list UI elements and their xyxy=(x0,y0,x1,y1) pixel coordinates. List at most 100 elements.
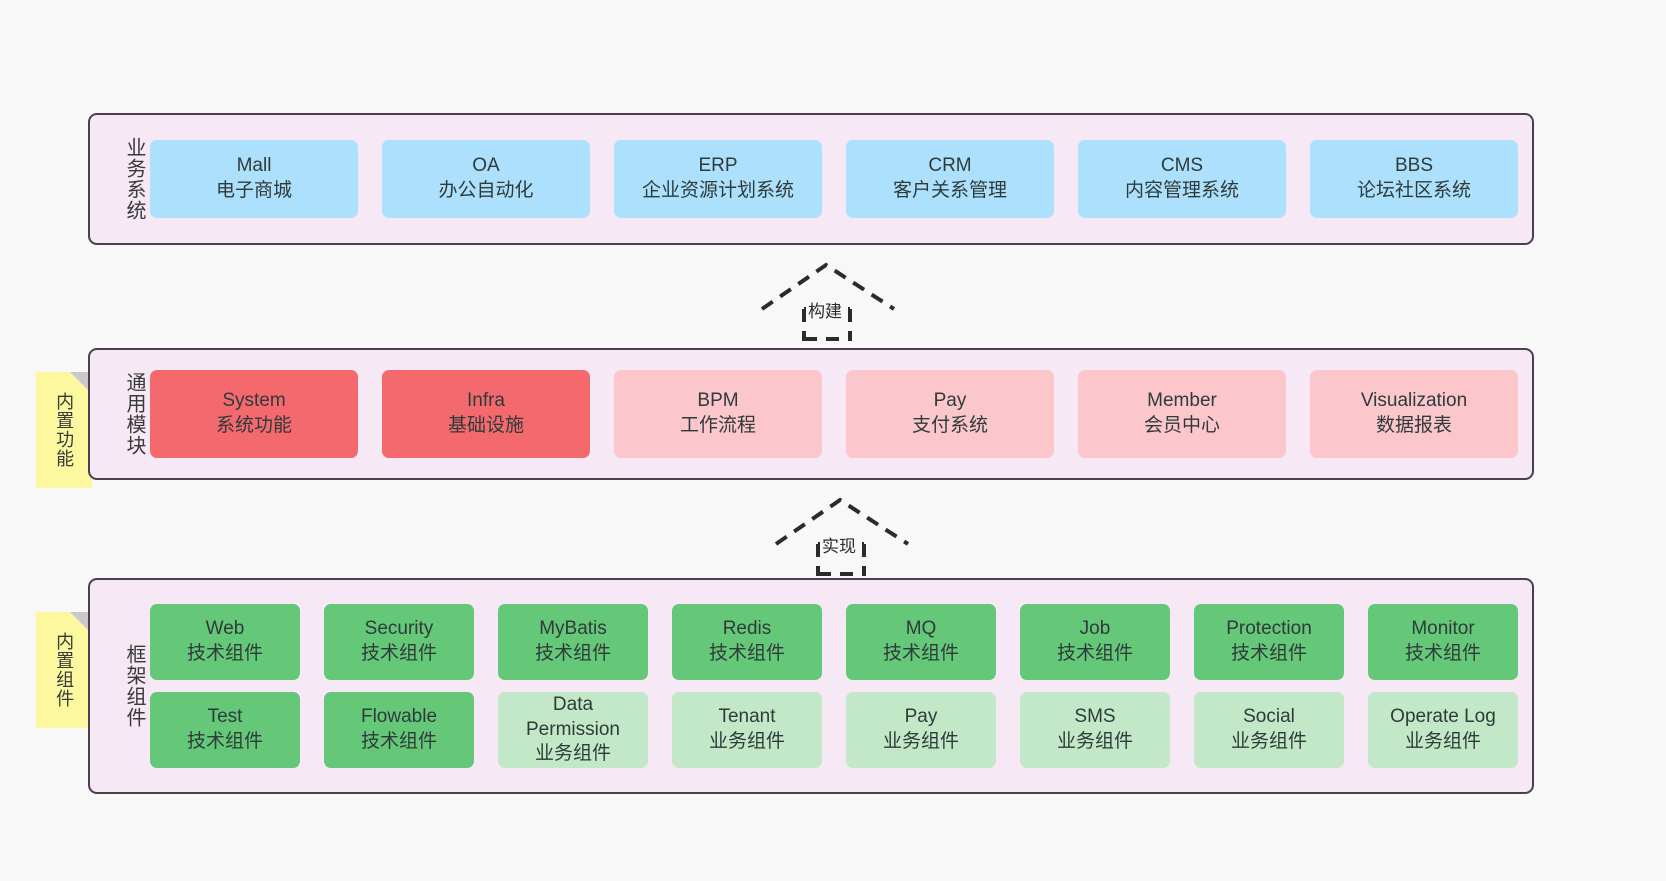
card-infra-title: Infra xyxy=(466,390,506,412)
sticky-note-builtin-functions: 内置功能 xyxy=(36,372,92,488)
card-test-subtitle: 技术组件 xyxy=(186,731,263,752)
card-pay-component-title: Pay xyxy=(904,706,938,728)
framework-tech-row: Web 技术组件 Security 技术组件 MyBatis 技术组件 Redi… xyxy=(150,604,1518,680)
connector-build-label: 构建 xyxy=(806,297,844,322)
card-infra[interactable]: Infra 基础设施 xyxy=(382,370,590,458)
card-redis-title: Redis xyxy=(722,618,772,640)
card-test[interactable]: Test 技术组件 xyxy=(150,692,300,768)
card-data-permission-title: Data Permission xyxy=(526,693,620,740)
card-social-subtitle: 业务组件 xyxy=(1230,731,1307,752)
framework-components-grid: Web 技术组件 Security 技术组件 MyBatis 技术组件 Redi… xyxy=(144,580,1532,792)
card-protection[interactable]: Protection 技术组件 xyxy=(1194,604,1344,680)
card-crm[interactable]: CRM 客户关系管理 xyxy=(846,140,1054,218)
card-system[interactable]: System 系统功能 xyxy=(150,370,358,458)
framework-biz-row: Test 技术组件 Flowable 技术组件 Data Permission … xyxy=(150,692,1518,768)
card-erp-subtitle: 企业资源计划系统 xyxy=(641,180,794,201)
card-tenant-title: Tenant xyxy=(718,706,776,728)
card-erp[interactable]: ERP 企业资源计划系统 xyxy=(614,140,822,218)
card-oa[interactable]: OA 办公自动化 xyxy=(382,140,590,218)
card-redis[interactable]: Redis 技术组件 xyxy=(672,604,822,680)
card-mq-subtitle: 技术组件 xyxy=(882,643,959,664)
card-visualization-title: Visualization xyxy=(1360,390,1468,412)
card-test-title: Test xyxy=(207,706,243,728)
card-bpm-title: BPM xyxy=(697,390,739,412)
layer-title-business-systems: 业务系统 xyxy=(123,137,145,221)
card-pay-module-title: Pay xyxy=(933,390,967,412)
card-flowable-subtitle: 技术组件 xyxy=(360,731,437,752)
connector-implement-label: 实现 xyxy=(820,532,858,557)
card-protection-title: Protection xyxy=(1226,618,1312,640)
card-member-title: Member xyxy=(1147,390,1217,412)
card-sms-title: SMS xyxy=(1074,706,1116,728)
card-monitor-subtitle: 技术组件 xyxy=(1404,643,1481,664)
card-member-subtitle: 会员中心 xyxy=(1143,415,1220,436)
card-mq[interactable]: MQ 技术组件 xyxy=(846,604,996,680)
card-web[interactable]: Web 技术组件 xyxy=(150,604,300,680)
card-job[interactable]: Job 技术组件 xyxy=(1020,604,1170,680)
layer-framework-components: 框架组件 Web 技术组件 Security 技术组件 MyBatis 技术组件… xyxy=(88,578,1534,794)
card-member[interactable]: Member 会员中心 xyxy=(1078,370,1286,458)
card-crm-title: CRM xyxy=(928,155,972,177)
card-bbs-subtitle: 论坛社区系统 xyxy=(1356,180,1471,201)
sticky-note-builtin-components-label: 内置组件 xyxy=(54,632,75,708)
card-sms-subtitle: 业务组件 xyxy=(1056,731,1133,752)
card-bpm-subtitle: 工作流程 xyxy=(679,415,756,436)
card-cms-subtitle: 内容管理系统 xyxy=(1124,180,1239,201)
card-visualization-subtitle: 数据报表 xyxy=(1375,415,1452,436)
card-pay-component-subtitle: 业务组件 xyxy=(882,731,959,752)
layer-title-framework-components: 框架组件 xyxy=(123,644,145,728)
card-mybatis-subtitle: 技术组件 xyxy=(534,643,611,664)
connector-build: 构建 xyxy=(758,261,898,341)
card-crm-subtitle: 客户关系管理 xyxy=(892,180,1007,201)
card-mall[interactable]: Mall 电子商城 xyxy=(150,140,358,218)
connector-implement: 实现 xyxy=(772,496,912,576)
card-operate-log[interactable]: Operate Log 业务组件 xyxy=(1368,692,1518,768)
card-system-subtitle: 系统功能 xyxy=(215,415,292,436)
card-social[interactable]: Social 业务组件 xyxy=(1194,692,1344,768)
card-social-title: Social xyxy=(1243,706,1295,728)
card-monitor[interactable]: Monitor 技术组件 xyxy=(1368,604,1518,680)
card-bbs-title: BBS xyxy=(1394,155,1434,177)
layer-common-modules: 通用模块 System 系统功能 Infra 基础设施 BPM 工作流程 Pay… xyxy=(88,348,1534,480)
card-pay-module-subtitle: 支付系统 xyxy=(911,415,988,436)
card-infra-subtitle: 基础设施 xyxy=(447,415,524,436)
card-flowable[interactable]: Flowable 技术组件 xyxy=(324,692,474,768)
layer-business-systems: 业务系统 Mall 电子商城 OA 办公自动化 ERP 企业资源计划系统 CRM… xyxy=(88,113,1534,245)
card-system-title: System xyxy=(222,390,286,412)
card-pay-component[interactable]: Pay 业务组件 xyxy=(846,692,996,768)
layer-title-common-modules: 通用模块 xyxy=(123,372,145,456)
sticky-note-builtin-functions-label: 内置功能 xyxy=(54,392,75,468)
card-mall-subtitle: 电子商城 xyxy=(215,180,292,201)
card-job-subtitle: 技术组件 xyxy=(1056,643,1133,664)
card-redis-subtitle: 技术组件 xyxy=(708,643,785,664)
card-bbs[interactable]: BBS 论坛社区系统 xyxy=(1310,140,1518,218)
card-tenant-subtitle: 业务组件 xyxy=(708,731,785,752)
card-cms[interactable]: CMS 内容管理系统 xyxy=(1078,140,1286,218)
card-mall-title: Mall xyxy=(236,155,272,177)
card-mybatis-title: MyBatis xyxy=(539,618,607,640)
card-mybatis[interactable]: MyBatis 技术组件 xyxy=(498,604,648,680)
card-tenant[interactable]: Tenant 业务组件 xyxy=(672,692,822,768)
common-modules-card-row: System 系统功能 Infra 基础设施 BPM 工作流程 Pay 支付系统… xyxy=(144,350,1532,478)
card-cms-title: CMS xyxy=(1160,155,1204,177)
card-oa-subtitle: 办公自动化 xyxy=(438,180,534,201)
sticky-note-builtin-components: 内置组件 xyxy=(36,612,92,728)
card-mq-title: MQ xyxy=(905,618,937,640)
card-security-subtitle: 技术组件 xyxy=(360,643,437,664)
card-monitor-title: Monitor xyxy=(1411,618,1475,640)
card-pay-module[interactable]: Pay 支付系统 xyxy=(846,370,1054,458)
card-protection-subtitle: 技术组件 xyxy=(1230,643,1307,664)
card-job-title: Job xyxy=(1079,618,1111,640)
card-erp-title: ERP xyxy=(698,155,738,177)
card-security[interactable]: Security 技术组件 xyxy=(324,604,474,680)
card-sms[interactable]: SMS 业务组件 xyxy=(1020,692,1170,768)
card-data-permission[interactable]: Data Permission 业务组件 xyxy=(498,692,648,768)
card-flowable-title: Flowable xyxy=(360,706,438,728)
card-web-title: Web xyxy=(205,618,245,640)
card-web-subtitle: 技术组件 xyxy=(186,643,263,664)
card-oa-title: OA xyxy=(472,155,500,177)
card-bpm[interactable]: BPM 工作流程 xyxy=(614,370,822,458)
card-visualization[interactable]: Visualization 数据报表 xyxy=(1310,370,1518,458)
card-data-permission-subtitle: 业务组件 xyxy=(534,743,611,765)
